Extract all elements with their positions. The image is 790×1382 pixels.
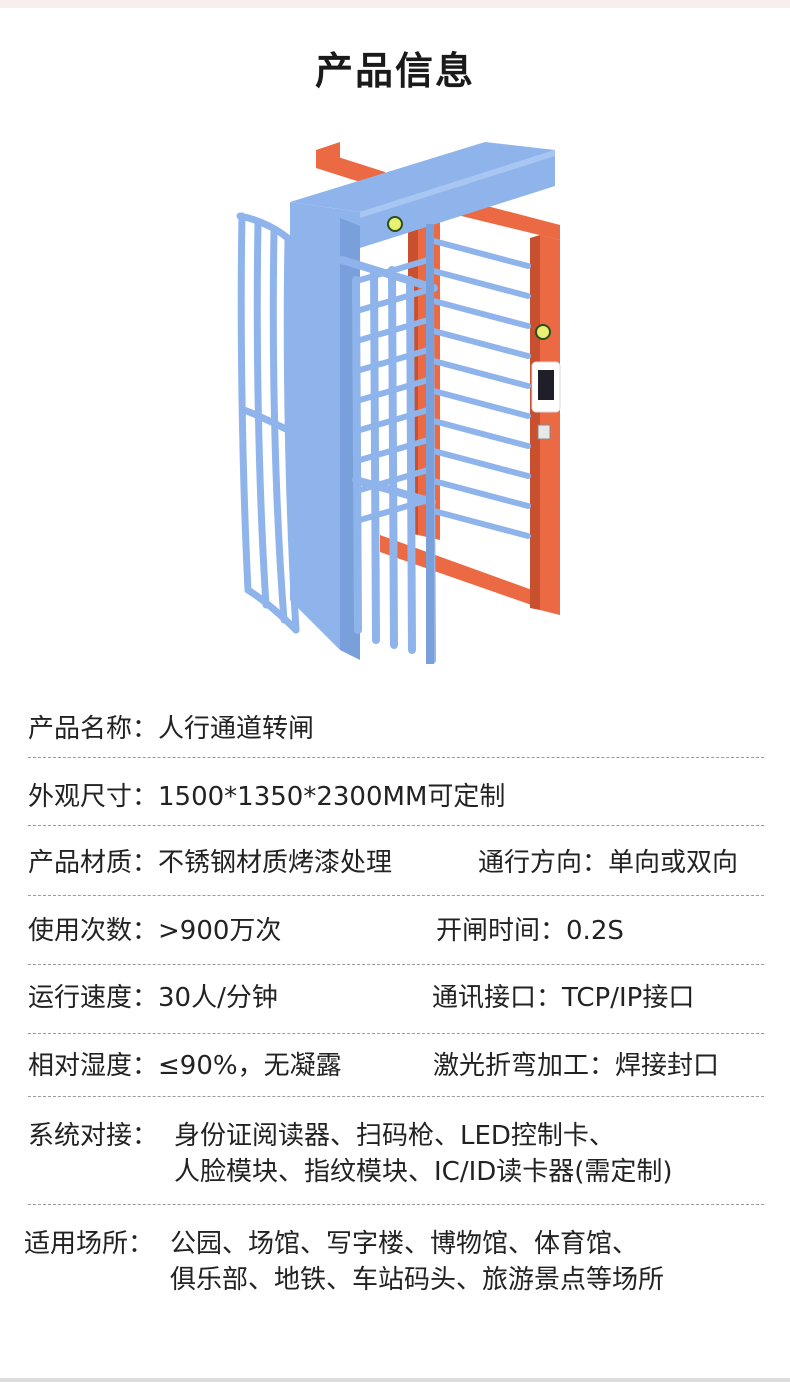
spec-label: 系统对接： xyxy=(28,1121,159,1151)
spec-value: >900万次 xyxy=(158,916,282,946)
spec-value: 焊接封口 xyxy=(615,1051,720,1081)
spec-value: 1500*1350*2300MM可定制 xyxy=(158,782,506,812)
spec-open-time: 开闸时间：0.2S xyxy=(436,914,624,948)
spec-row-size: 外观尺寸：1500*1350*2300MM可定制 xyxy=(28,780,764,814)
top-strip xyxy=(0,0,790,8)
spec-label: 通讯接口： xyxy=(432,983,563,1013)
turnstile-illustration xyxy=(236,142,561,664)
divider xyxy=(28,895,764,896)
arrow-light-icon xyxy=(387,216,403,232)
spec-label: 运行速度： xyxy=(28,983,159,1013)
spec-label: 通行方向： xyxy=(478,848,609,878)
divider xyxy=(28,757,764,758)
spec-row-uses: 使用次数：>900万次 开闸时间：0.2S xyxy=(28,914,764,948)
bottom-border xyxy=(0,1378,790,1382)
divider xyxy=(28,1096,764,1097)
spec-label: 相对湿度： xyxy=(28,1051,159,1081)
spec-row-humidity: 相对湿度：≤90%，无凝露 激光折弯加工：焊接封口 xyxy=(28,1049,764,1083)
arrow-light-icon xyxy=(535,324,551,340)
spec-value-line2: 俱乐部、地铁、车站码头、旅游景点等场所 xyxy=(170,1265,665,1295)
curved-fence xyxy=(236,212,300,634)
divider xyxy=(28,1204,764,1205)
page-title: 产品信息 xyxy=(314,49,475,93)
spec-value: 0.2S xyxy=(566,916,624,946)
spec-row-material: 产品材质：不锈钢材质烤漆处理 通行方向：单向或双向 xyxy=(28,846,764,880)
spec-value: 不锈钢材质烤漆处理 xyxy=(158,848,393,878)
spec-label: 开闸时间： xyxy=(436,916,567,946)
spec-label: 适用场所： xyxy=(24,1229,155,1259)
spec-label: 外观尺寸： xyxy=(28,782,159,812)
spec-label: 使用次数： xyxy=(28,916,159,946)
spec-value-line1: 公园、场馆、写字楼、博物馆、体育馆、 xyxy=(170,1229,639,1259)
spec-value: TCP/IP接口 xyxy=(562,983,695,1013)
spec-interface: 通讯接口：TCP/IP接口 xyxy=(432,981,694,1015)
divider xyxy=(28,1033,764,1034)
spec-value-line2: 人脸模块、指纹模块、IC/ID读卡器(需定制) xyxy=(174,1157,673,1187)
spec-label: 产品名称： xyxy=(28,714,159,744)
spec-value: 人行通道转闸 xyxy=(158,714,315,744)
spec-process: 激光折弯加工：焊接封口 xyxy=(433,1049,719,1083)
spec-row-name: 产品名称：人行通道转闸 xyxy=(28,712,764,746)
spec-direction: 通行方向：单向或双向 xyxy=(478,846,738,880)
spec-value: 30人/分钟 xyxy=(158,983,278,1013)
blue-pillar xyxy=(290,202,340,650)
spec-row-speed: 运行速度：30人/分钟 通讯接口：TCP/IP接口 xyxy=(28,981,764,1015)
spec-label: 激光折弯加工： xyxy=(433,1051,616,1081)
divider xyxy=(28,825,764,826)
spec-label: 产品材质： xyxy=(28,848,159,878)
spec-value-line1: 身份证阅读器、扫码枪、LED控制卡、 xyxy=(174,1121,615,1151)
spec-value: 单向或双向 xyxy=(608,848,739,878)
spec-value: ≤90%，无凝露 xyxy=(158,1051,342,1081)
divider xyxy=(28,964,764,965)
